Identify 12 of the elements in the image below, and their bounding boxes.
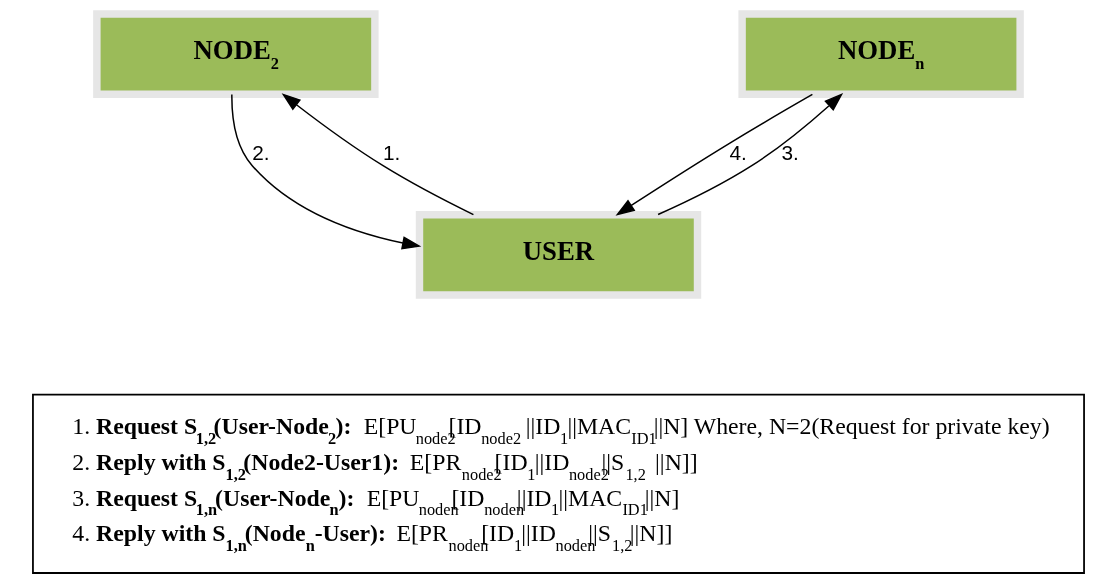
edge-label: 1. (382, 140, 400, 164)
edge-label: 4. (728, 140, 747, 164)
arrow (230, 93, 421, 250)
arrow (281, 93, 474, 216)
node-box: NODE$_{n}$ (737, 10, 1024, 98)
node-box: USER (415, 211, 701, 299)
node-box: 1. Request S$_{1,2}$(User-Node$_{2}$): E[PU$_{node2}$[ID$_{node2}$ ||ID$_{1}$||MAC$_{ID1}$||N] Where, N=2(Request for private key) 2. Reply with S$_{1,2}$(Node2-User1): E[PR$_{node2}$[ID$_{1}$||ID$_{node2}$||S$_{1,2}$ ||N]] 3. Request S$_{1,n}$(User-Node$_{n}$): E[PU$_{noden}$[ID$_{noden}$||ID$_{1}$||MAC$_{ID1}$||N] 4. Reply with S$_{1,n}$(Node$_{n}$-User): E[PR$_{noden}$[ID$_{1}$||ID$_{noden}$||S$_{1,2}$||N]] (31, 393, 1085, 574)
edge-label: 2. (251, 140, 270, 164)
arrow (656, 92, 843, 216)
node-box: NODE$_{2}$ (92, 10, 379, 98)
arrow (615, 93, 813, 216)
edge-label: 3. (781, 140, 799, 164)
